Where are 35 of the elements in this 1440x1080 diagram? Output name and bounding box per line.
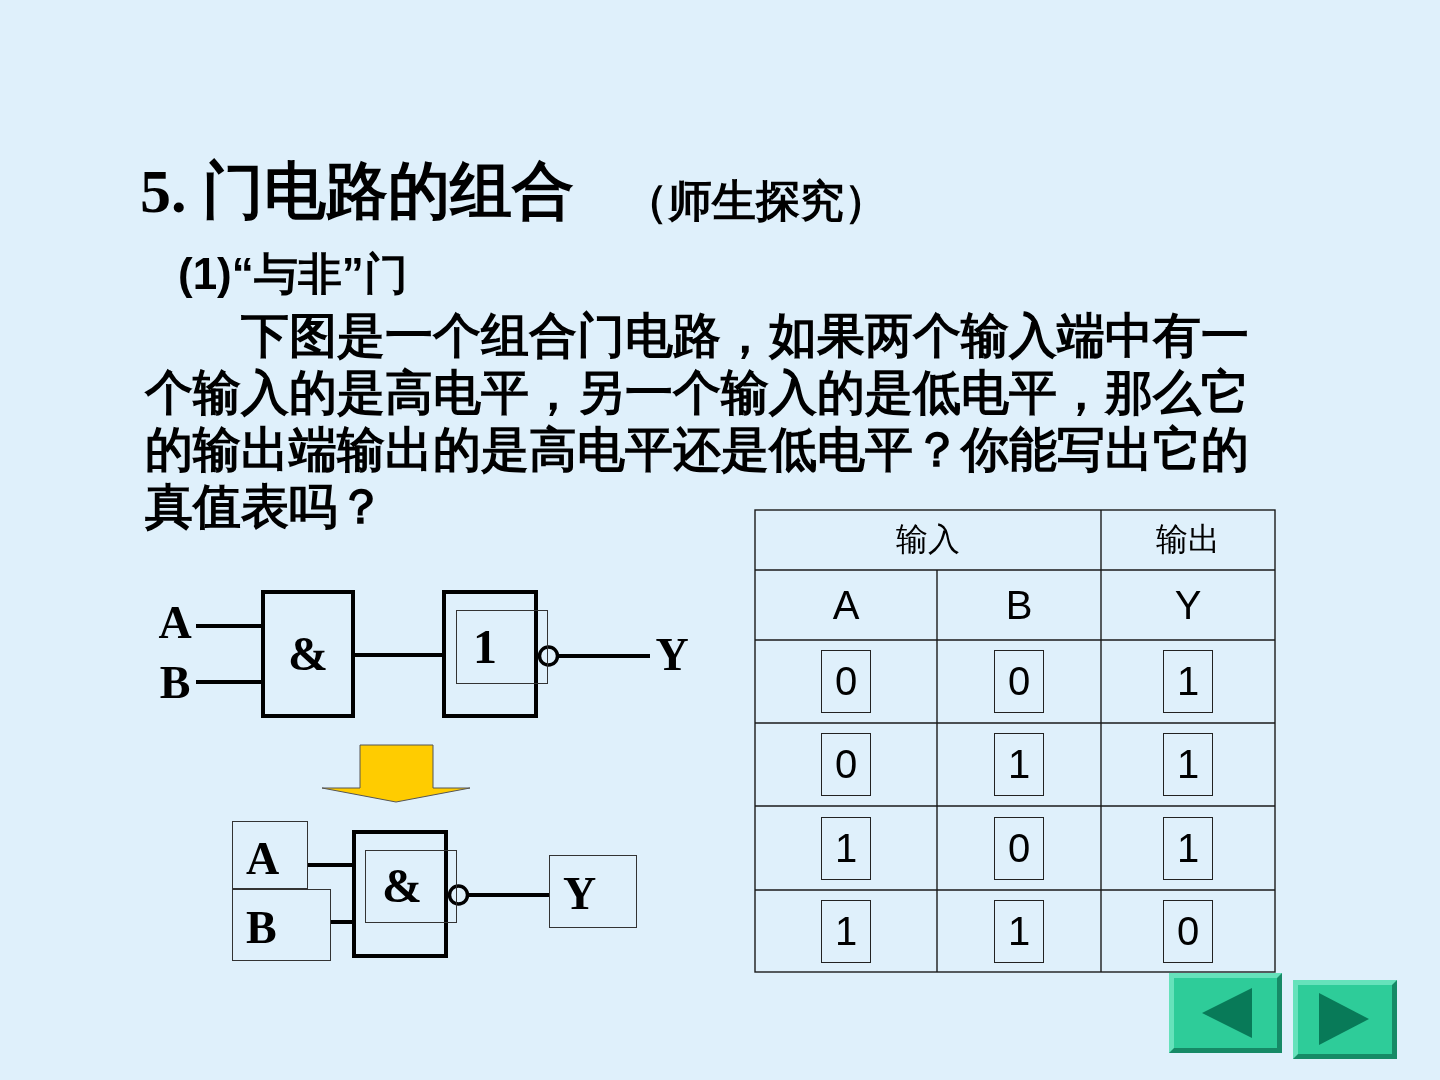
digit-box: 0 <box>821 650 871 713</box>
subtitle: （师生探究） <box>624 180 888 224</box>
digit-box: 1 <box>1163 816 1213 880</box>
output-label: Y <box>650 632 694 678</box>
digit-box: 0 <box>821 733 871 796</box>
digit-box: 1 <box>821 899 871 963</box>
label-box: B <box>232 889 331 961</box>
and-gate: & <box>261 590 355 718</box>
wire <box>331 920 352 924</box>
wire <box>447 884 549 906</box>
digit-box: 1 <box>994 733 1044 796</box>
label-box: A <box>232 821 308 889</box>
wire <box>196 680 261 684</box>
digit-box: 1 <box>821 816 871 880</box>
digit-box: 0 <box>1163 899 1213 963</box>
column-header: 输出 <box>1156 522 1220 558</box>
title: 5. 门电路的组合 <box>140 160 574 222</box>
digit-box: 0 <box>994 816 1044 880</box>
input-label: A <box>154 600 196 646</box>
digit-box: 1 <box>994 899 1044 963</box>
symbol-box: 1 <box>456 610 548 684</box>
wire <box>537 645 650 667</box>
section-heading: (1)“与非”门 <box>178 252 408 296</box>
label-box: Y <box>549 855 637 928</box>
symbol-box: & <box>365 850 457 923</box>
input-label: B <box>154 660 196 706</box>
digit-box: 1 <box>1163 650 1213 713</box>
column-header: A <box>832 584 860 626</box>
column-header: B <box>1005 584 1033 626</box>
column-header: Y <box>1174 584 1202 626</box>
wire <box>196 624 261 628</box>
digit-box: 1 <box>1163 733 1213 796</box>
wire <box>355 653 442 657</box>
digit-box: 0 <box>994 650 1044 713</box>
wire <box>308 863 352 867</box>
